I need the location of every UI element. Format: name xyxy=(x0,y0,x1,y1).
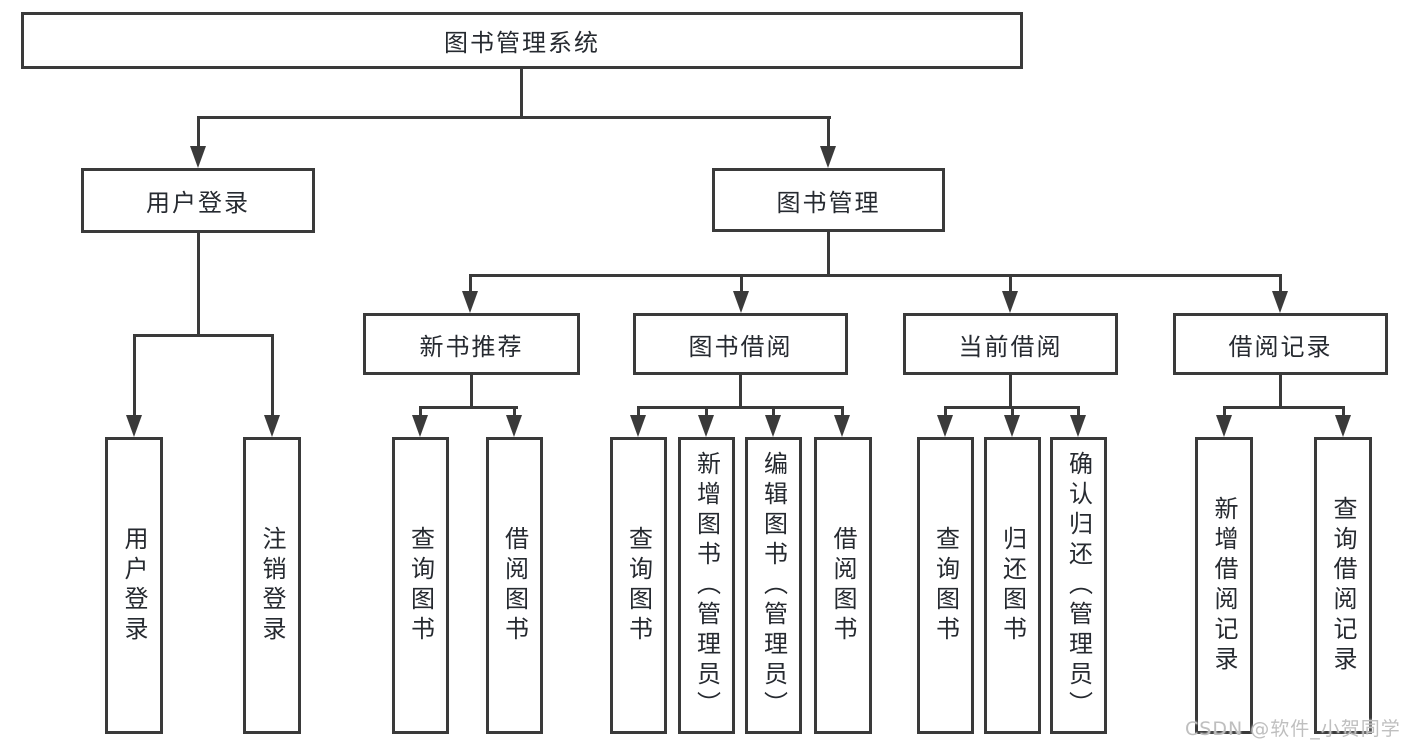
edge-drop xyxy=(1342,406,1345,418)
edge-drop xyxy=(705,406,708,418)
arrowhead xyxy=(462,291,478,313)
edge-drop-user-login xyxy=(197,116,200,150)
arrowhead xyxy=(1272,291,1288,313)
edge-drop-leaf-logout xyxy=(271,334,274,416)
edge-book-borrow-rail xyxy=(637,406,844,409)
node-user-login: 用户登录 xyxy=(81,168,315,233)
leaf-borrow-books-recommend: 借阅图书 xyxy=(486,437,543,734)
leaf-label: 查询图书 xyxy=(406,525,435,646)
node-book-borrowing: 图书借阅 xyxy=(633,313,848,375)
arrowhead xyxy=(1004,415,1020,437)
arrowhead xyxy=(264,415,280,437)
leaf-add-borrow-record: 新增借阅记录 xyxy=(1195,437,1253,734)
node-label: 用户登录 xyxy=(146,189,250,217)
node-label: 新书推荐 xyxy=(419,332,524,361)
arrowhead xyxy=(937,415,953,437)
leaf-query-borrow-record: 查询借阅记录 xyxy=(1314,437,1372,734)
edge-drop xyxy=(944,406,947,418)
edge-drop xyxy=(513,406,516,418)
edge-drop xyxy=(841,406,844,418)
leaf-label: 确认归还（管理员） xyxy=(1064,450,1093,721)
edge-borrow-records-stem xyxy=(1279,375,1282,409)
leaf-label: 借阅图书 xyxy=(500,525,529,646)
edge-root-stem xyxy=(520,69,523,119)
edge-book-management-stem xyxy=(827,232,830,277)
edge-user-login-rail xyxy=(133,334,274,337)
leaf-return-books: 归还图书 xyxy=(984,437,1041,734)
arrowhead xyxy=(834,415,850,437)
edge-drop xyxy=(772,406,775,418)
edge-drop-new-book xyxy=(469,274,472,294)
arrowhead xyxy=(698,415,714,437)
node-label: 借阅记录 xyxy=(1228,332,1333,361)
node-label: 图书借阅 xyxy=(688,332,793,361)
edge-borrow-records-rail xyxy=(1223,406,1345,409)
node-label: 当前借阅 xyxy=(958,332,1063,361)
node-new-book-recommendation: 新书推荐 xyxy=(363,313,580,375)
arrowhead xyxy=(765,415,781,437)
node-book-management: 图书管理 xyxy=(712,168,945,232)
leaf-query-books-borrowing: 查询图书 xyxy=(610,437,667,734)
edge-drop xyxy=(1077,406,1080,418)
arrowhead xyxy=(412,415,428,437)
leaf-borrow-books-borrowing: 借阅图书 xyxy=(814,437,872,734)
arrowhead xyxy=(506,415,522,437)
edge-new-book-stem xyxy=(470,375,473,409)
leaf-confirm-return-admin: 确认归还（管理员） xyxy=(1050,437,1107,734)
edge-drop xyxy=(1223,406,1226,418)
leaf-label: 查询图书 xyxy=(931,525,960,646)
node-label: 图书管理系统 xyxy=(444,29,600,57)
node-borrowing-records: 借阅记录 xyxy=(1173,313,1388,375)
edge-root-rail xyxy=(197,116,831,119)
arrowhead xyxy=(820,146,836,168)
edge-book-borrow-stem xyxy=(739,375,742,409)
leaf-label: 新增借阅记录 xyxy=(1210,495,1238,676)
leaf-label: 编辑图书（管理员） xyxy=(759,450,788,721)
leaf-query-books-recommend: 查询图书 xyxy=(392,437,449,734)
leaf-label: 注销登录 xyxy=(258,525,286,646)
arrowhead xyxy=(190,146,206,168)
edge-drop-current-borrow xyxy=(1009,274,1012,294)
edge-drop xyxy=(419,406,422,418)
edge-drop-leaf-user-login xyxy=(133,334,136,416)
node-label: 图书管理 xyxy=(776,188,881,217)
leaf-label: 用户登录 xyxy=(120,525,148,646)
edge-book-management-rail xyxy=(469,274,1282,277)
leaf-label: 查询图书 xyxy=(624,525,653,646)
arrowhead xyxy=(733,291,749,313)
leaf-add-book-admin: 新增图书（管理员） xyxy=(678,437,735,734)
arrowhead xyxy=(630,415,646,437)
leaf-label: 归还图书 xyxy=(998,525,1027,646)
leaf-label: 新增图书（管理员） xyxy=(692,450,721,721)
node-library-management-system: 图书管理系统 xyxy=(21,12,1023,69)
edge-drop xyxy=(1011,406,1014,418)
arrowhead xyxy=(1070,415,1086,437)
leaf-user-login: 用户登录 xyxy=(105,437,163,734)
leaf-label: 借阅图书 xyxy=(829,525,857,646)
edge-drop xyxy=(637,406,640,418)
arrowhead xyxy=(126,415,142,437)
leaf-logout: 注销登录 xyxy=(243,437,301,734)
leaf-query-books-current: 查询图书 xyxy=(917,437,974,734)
edge-current-borrow-stem xyxy=(1009,375,1012,409)
arrowhead xyxy=(1335,415,1351,437)
csdn-watermark: CSDN @软件_小贺同学 xyxy=(1185,718,1401,740)
node-current-borrowing: 当前借阅 xyxy=(903,313,1118,375)
arrowhead xyxy=(1216,415,1232,437)
leaf-label: 查询借阅记录 xyxy=(1329,495,1357,676)
edge-drop-book-management xyxy=(827,116,830,150)
arrowhead xyxy=(1002,291,1018,313)
leaf-edit-book-admin: 编辑图书（管理员） xyxy=(745,437,802,734)
edge-drop-book-borrow xyxy=(740,274,743,294)
edge-new-book-rail xyxy=(419,406,518,409)
edge-drop-borrow-records xyxy=(1279,274,1282,294)
edge-user-login-stem xyxy=(197,233,200,337)
